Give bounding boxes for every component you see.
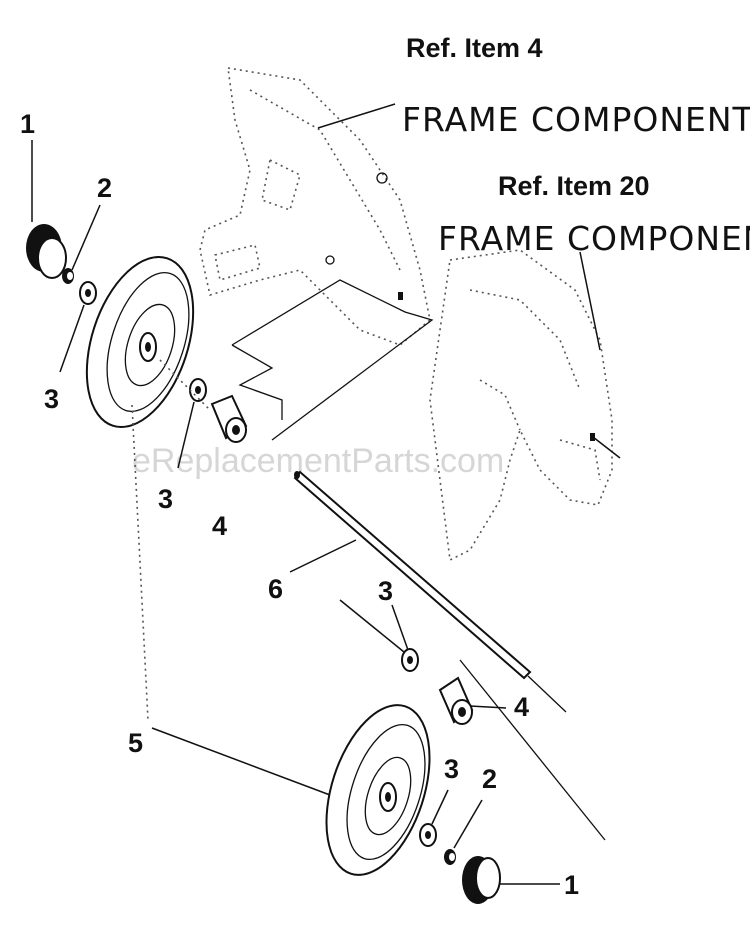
- frame-component-item-4: [199, 67, 431, 346]
- nut-top: [62, 268, 74, 284]
- hubcap-top: [26, 224, 67, 279]
- mount-bracket-outline: [231, 279, 434, 441]
- callout-washer-top-inner: 3: [158, 484, 173, 514]
- wheel-bottom: [325, 704, 431, 876]
- ref-item-20-leader: [579, 251, 601, 351]
- callout-nut-top: 2: [97, 173, 112, 203]
- watermark: eReplacementParts.com: [132, 442, 504, 480]
- wheel-top: [85, 256, 195, 428]
- bushing-mid: [438, 676, 474, 725]
- hubcap-bottom: [462, 856, 501, 904]
- callout-washer-mid: 3: [378, 576, 393, 606]
- ref-item-20-name: FRAME COMPONENTS: [438, 219, 750, 258]
- callout-washer-top-outer: 3: [44, 384, 59, 414]
- washer-bottom: [419, 823, 437, 847]
- nut-bottom: [444, 849, 456, 865]
- ref-item-20-label: Ref. Item 20: [498, 171, 650, 201]
- callout-axle: 6: [268, 574, 283, 604]
- frame-component-item-20: [429, 249, 621, 562]
- callout-washer-bottom: 3: [444, 754, 459, 784]
- washer-top-outer: [79, 281, 97, 305]
- callout-bushing-top: 4: [212, 511, 227, 541]
- bushing-top: [210, 394, 248, 443]
- axle: [293, 470, 532, 680]
- ref-item-4-label: Ref. Item 4: [406, 33, 543, 63]
- callout-bushing-mid: 4: [514, 692, 529, 722]
- washer-top-inner: [189, 378, 207, 402]
- callout-hubcap-top: 1: [20, 109, 35, 139]
- callout-nut-bottom: 2: [482, 764, 497, 794]
- callout-hubcap-bottom: 1: [564, 870, 579, 900]
- ref-item-4-name: FRAME COMPONENTS: [402, 100, 750, 139]
- ref-item-4-leader: [317, 103, 396, 129]
- callout-wheel: 5: [128, 728, 143, 758]
- washer-mid: [401, 648, 419, 672]
